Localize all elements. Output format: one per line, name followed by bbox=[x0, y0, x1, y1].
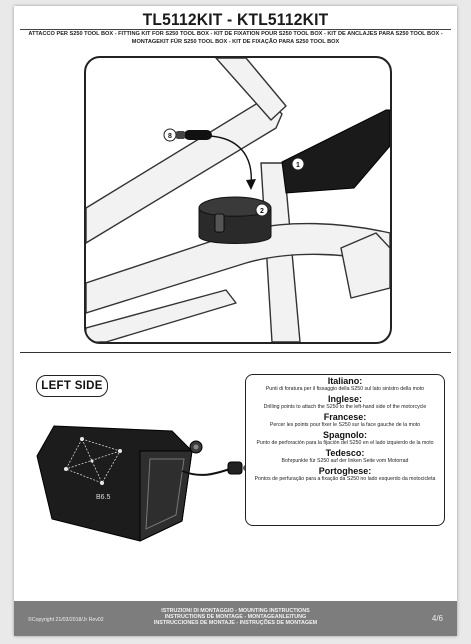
lang-text-french: Percer les points pour fixer le S250 sur… bbox=[269, 422, 421, 428]
lang-heading-german: Tedesco: bbox=[325, 448, 365, 458]
instruction-page: TL5112KIT - KTL5112KIT ATTACCO PER S250 … bbox=[14, 6, 457, 636]
arrow-head-icon bbox=[246, 179, 256, 190]
callout-2-label: 2 bbox=[260, 208, 264, 215]
page-number: 4/6 bbox=[431, 614, 443, 623]
lang-heading-english: Inglese: bbox=[327, 394, 362, 404]
hole-size-label: B6.5 bbox=[96, 494, 111, 501]
lang-heading-italian: Italiano: bbox=[327, 376, 363, 386]
title-rule bbox=[20, 29, 451, 30]
callout-1-circle bbox=[291, 157, 305, 171]
frame-drawing: 8 1 2 bbox=[86, 58, 390, 342]
mounting-illustration: 8 1 2 bbox=[84, 56, 392, 344]
lang-heading-spanish: Spagnolo: bbox=[323, 430, 367, 440]
callout-8-circle bbox=[163, 128, 177, 142]
bolt-part-8 bbox=[176, 130, 212, 140]
page-title: TL5112KIT - KTL5112KIT bbox=[142, 10, 329, 29]
lang-text-german: Bohrpunkte für S250 auf der linken Seite… bbox=[281, 458, 409, 464]
left-side-label: LEFT SIDE bbox=[36, 375, 108, 397]
footer-line-2: INSTRUCTIONS DE MONTAGE - MONTAGEANLEITU… bbox=[164, 614, 307, 620]
toolbox-illustration: B6.5 bbox=[36, 425, 249, 542]
copyright-text: ©Copyright 21/03/2018/Jr Rev02 bbox=[28, 617, 104, 623]
lang-text-english: Drilling points to attach the S250 to th… bbox=[263, 404, 427, 410]
lang-text-italian: Punti di foratura per il fissaggio della… bbox=[265, 386, 425, 392]
footer-bar: ISTRUZIONI DI MONTAGGIO - MOUNTING INSTR… bbox=[14, 601, 457, 636]
footer-line-1: ISTRUZIONI DI MONTAGGIO - MOUNTING INSTR… bbox=[161, 608, 310, 614]
subtitle-line-2: MONTAGEKIT FÜR S250 TOOL BOX - KIT DE FI… bbox=[131, 39, 340, 45]
lang-heading-portuguese: Portoghese: bbox=[318, 466, 372, 476]
clamp-part-2 bbox=[198, 196, 272, 244]
drilling-instructions-box: Italiano: Punti di foratura per il fissa… bbox=[245, 374, 445, 526]
lang-text-spanish: Punto de perforación para la fijación de… bbox=[256, 440, 434, 446]
lang-text-portuguese: Pontos de perfuração para a fixação da S… bbox=[254, 476, 436, 482]
lang-heading-french: Francese: bbox=[323, 412, 367, 422]
footer-line-3: INSTRUCCIONES DE MONTAJE - INSTRUÇÕES DE… bbox=[153, 620, 318, 626]
bracket-part-1 bbox=[281, 109, 390, 194]
callout-8-label: 8 bbox=[168, 133, 172, 140]
callout-2-circle bbox=[255, 203, 269, 217]
section-divider bbox=[20, 352, 451, 353]
subtitle-line-1: ATTACCO PER S250 TOOL BOX - FITTING KIT … bbox=[28, 31, 443, 37]
callout-1-label: 1 bbox=[296, 162, 300, 169]
assembly-arrow bbox=[209, 135, 252, 187]
